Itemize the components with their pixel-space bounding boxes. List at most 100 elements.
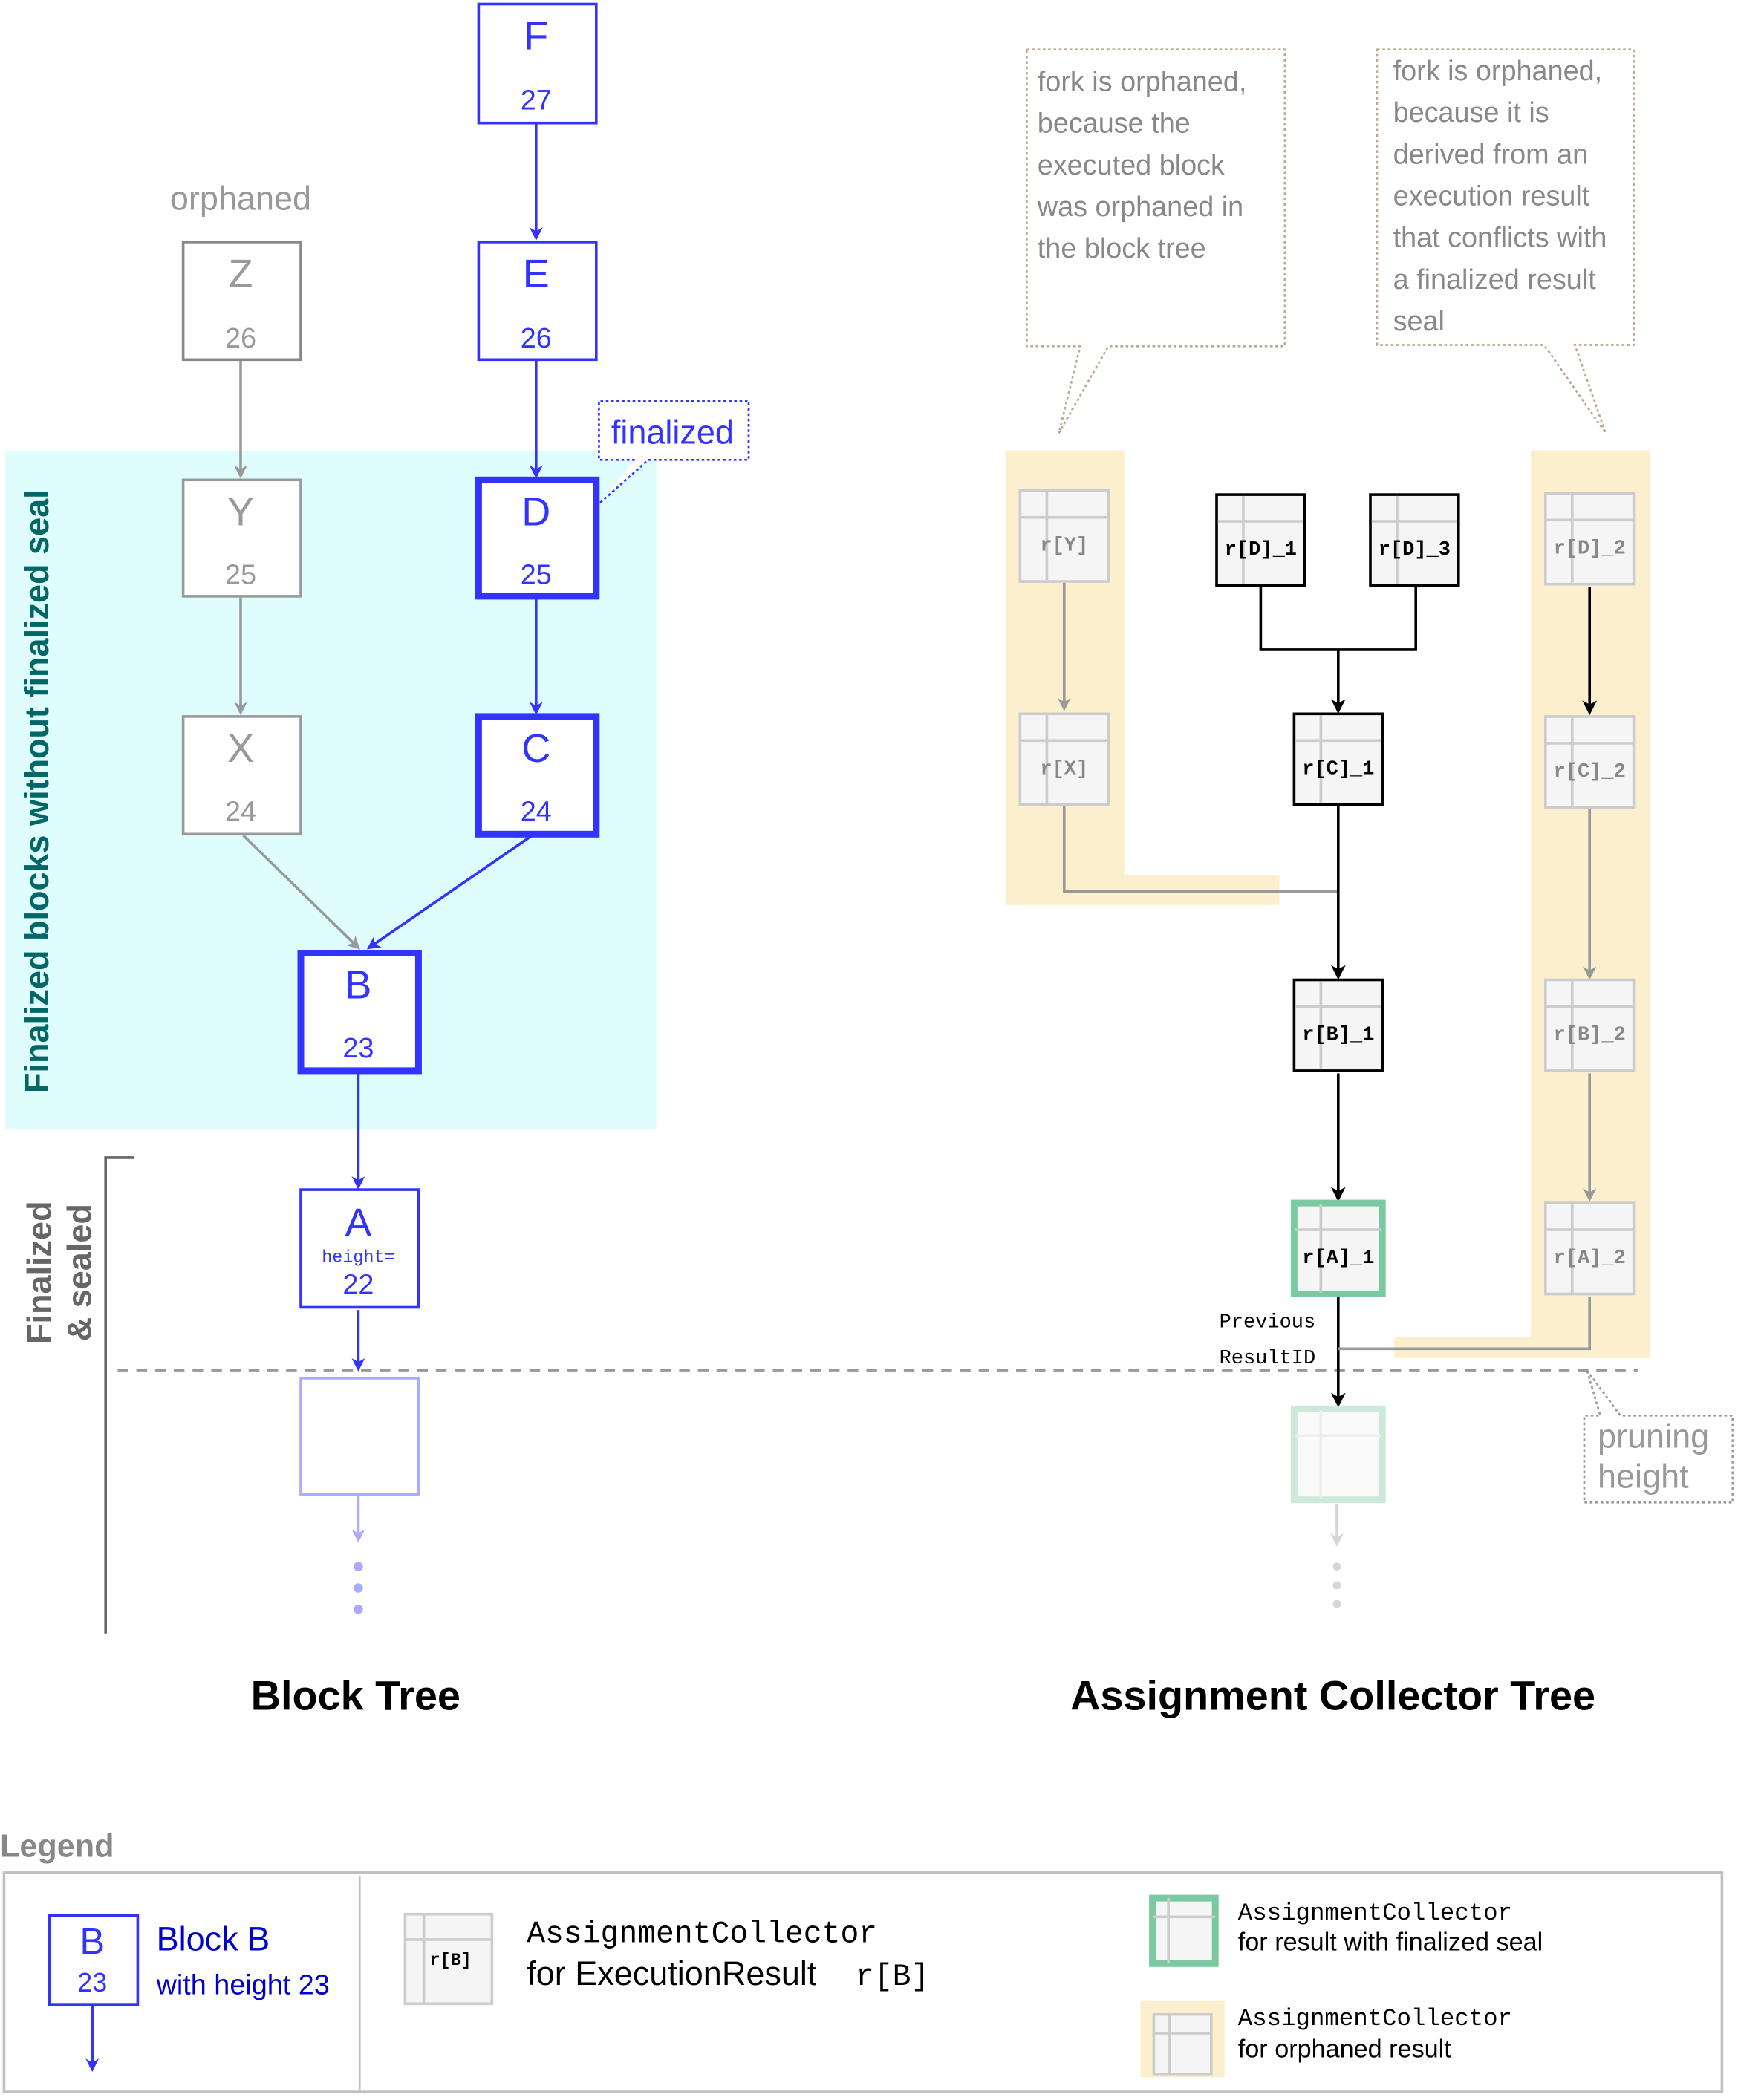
block-height: 23 — [342, 1033, 374, 1064]
continuation-dots — [354, 1562, 363, 1614]
collector-rD2[interactable]: r[D]_2 — [1544, 492, 1636, 586]
callout-line: seal — [1393, 306, 1445, 337]
block-name: E — [523, 252, 550, 296]
callout-line: because it is — [1393, 97, 1549, 128]
collector-rA2[interactable]: r[A]_2 — [1544, 1201, 1636, 1296]
collector-rY[interactable]: r[Y] — [1018, 489, 1110, 583]
block-name: B — [345, 963, 371, 1008]
collector-rB2[interactable]: r[B]_2 — [1544, 978, 1636, 1072]
legend-block-desc-1: Block B — [157, 1920, 270, 1957]
orphaned-label: orphaned — [170, 180, 311, 218]
callout-line: executed block — [1038, 150, 1225, 181]
legend-block-icon: B 23 — [48, 1914, 140, 2073]
collector-rD3[interactable]: r[D]_3 — [1369, 493, 1460, 587]
sealed-label-line1: Finalized — [20, 1201, 58, 1344]
orphan-fork-right-bg — [1394, 450, 1650, 1358]
callout-line: fork is orphaned, — [1393, 56, 1603, 87]
collector-rC1[interactable]: r[C]_1 — [1292, 712, 1384, 806]
callout-line: that conflicts with — [1393, 223, 1607, 254]
callout-line: a finalized result — [1393, 264, 1597, 296]
previous-result-id-label-2: ResultID — [1220, 1348, 1316, 1370]
legend-box — [2, 1871, 1724, 2093]
legend-collector-desc-2: for ExecutionResult — [527, 1954, 817, 1992]
collector-label: r[B]_1 — [1302, 1025, 1374, 1047]
svg-text:23: 23 — [77, 1967, 107, 1998]
block-name: Z — [229, 252, 253, 296]
callout-line: execution result — [1393, 181, 1590, 212]
block-height: 27 — [521, 85, 552, 117]
legend-collector-desc-code: r[B] — [856, 1960, 929, 1995]
pruning-height-callout: pruning height — [1583, 1369, 1734, 1504]
svg-text:B: B — [79, 1920, 105, 1963]
legend-collector-desc-1: AssignmentCollector — [527, 1918, 877, 1952]
sealed-label-line2: & sealed — [60, 1204, 98, 1341]
block-height: 25 — [225, 560, 256, 591]
legend-sealed-desc-2: for result with finalized seal — [1238, 1928, 1543, 1956]
collector-label: r[C]_2 — [1554, 761, 1626, 783]
svg-text:finalized: finalized — [611, 414, 734, 451]
collector-label: r[A]_2 — [1554, 1248, 1626, 1270]
collector-edges — [1057, 582, 1598, 1547]
legend-block-desc-2: with height 23 — [156, 1970, 330, 2001]
block-name: F — [524, 14, 548, 59]
block-X[interactable]: X 24 — [181, 715, 302, 836]
collector-rC2[interactable]: r[C]_2 — [1544, 715, 1636, 809]
collector-rB1[interactable]: r[B]_1 — [1292, 978, 1384, 1072]
collector-label: r[X] — [1040, 758, 1088, 780]
collector-tree-title: Assignment Collector Tree — [1070, 1672, 1595, 1718]
collector-rA1[interactable]: r[A]_1 — [1290, 1199, 1386, 1298]
callout-right: fork is orphaned, because it is derived fr… — [1376, 48, 1635, 434]
collector-rD1[interactable]: r[D]_1 — [1215, 493, 1306, 587]
block-A[interactable]: A height= 22 — [299, 1188, 420, 1309]
svg-text:r[B]: r[B] — [430, 1951, 472, 1971]
block-Y[interactable]: Y 25 — [181, 478, 302, 598]
block-height: 22 — [342, 1270, 374, 1301]
collector-label: r[D]_2 — [1554, 538, 1626, 560]
block-Z[interactable]: Z 26 — [181, 241, 302, 362]
finalized-unsealed-label: Finalized blocks without finalized seal — [18, 489, 56, 1093]
collector-rX[interactable]: r[X] — [1018, 712, 1110, 806]
block-name: X — [227, 726, 254, 771]
legend-sealed-desc-1: AssignmentCollector — [1238, 1900, 1512, 1927]
legend-collector-icon: r[B] — [403, 1912, 494, 2006]
block-pruned-placeholder — [299, 1377, 420, 1496]
block-name: C — [521, 726, 550, 771]
collector-label: r[Y] — [1040, 535, 1088, 558]
legend-orphan-desc-2: for orphaned result — [1238, 2035, 1451, 2063]
svg-text:height: height — [1598, 1458, 1689, 1496]
callout-line: derived from an — [1393, 139, 1589, 170]
block-height: 26 — [225, 323, 256, 354]
block-D[interactable]: D 25 — [475, 476, 600, 600]
callout-line: was orphaned in — [1037, 192, 1243, 223]
block-height: 24 — [225, 796, 256, 827]
block-name: D — [521, 490, 550, 535]
block-height-prefix: height= — [322, 1248, 394, 1268]
block-F[interactable]: F 27 — [477, 2, 598, 125]
collector-label: r[C]_1 — [1302, 758, 1374, 780]
collector-nodes: r[Y] r[X] r[D]_1 r[D]_3 r[C]_1 r[B]_1 r[A]_1 r[… — [1018, 489, 1636, 1504]
block-name: Y — [227, 490, 254, 535]
collector-label: r[D]_3 — [1379, 539, 1451, 561]
finalized-callout: finalized — [598, 400, 750, 503]
block-height: 24 — [521, 796, 552, 827]
collector-label: r[B]_2 — [1554, 1025, 1626, 1047]
block-height: 26 — [521, 323, 552, 354]
block-tree-title: Block Tree — [251, 1672, 460, 1718]
block-name: A — [345, 1201, 371, 1245]
block-B[interactable]: B 23 — [297, 950, 422, 1075]
block-E[interactable]: E 26 — [477, 241, 598, 362]
collector-pruned-placeholder — [1290, 1405, 1386, 1504]
legend-sealed-icon — [1149, 1894, 1219, 1967]
block-height: 25 — [521, 560, 552, 591]
callout-line: the block tree — [1038, 233, 1206, 264]
collector-label: r[D]_1 — [1225, 539, 1297, 561]
collector-label: r[A]_1 — [1302, 1248, 1374, 1270]
legend-orphan-desc-1: AssignmentCollector — [1238, 2005, 1512, 2032]
block-C[interactable]: C 24 — [475, 713, 600, 838]
collector-continuation-dots — [1332, 1562, 1341, 1608]
callout-line: fork is orphaned, — [1038, 67, 1247, 98]
block-edges — [234, 123, 543, 1543]
previous-result-id-label-1: Previous — [1220, 1312, 1316, 1334]
